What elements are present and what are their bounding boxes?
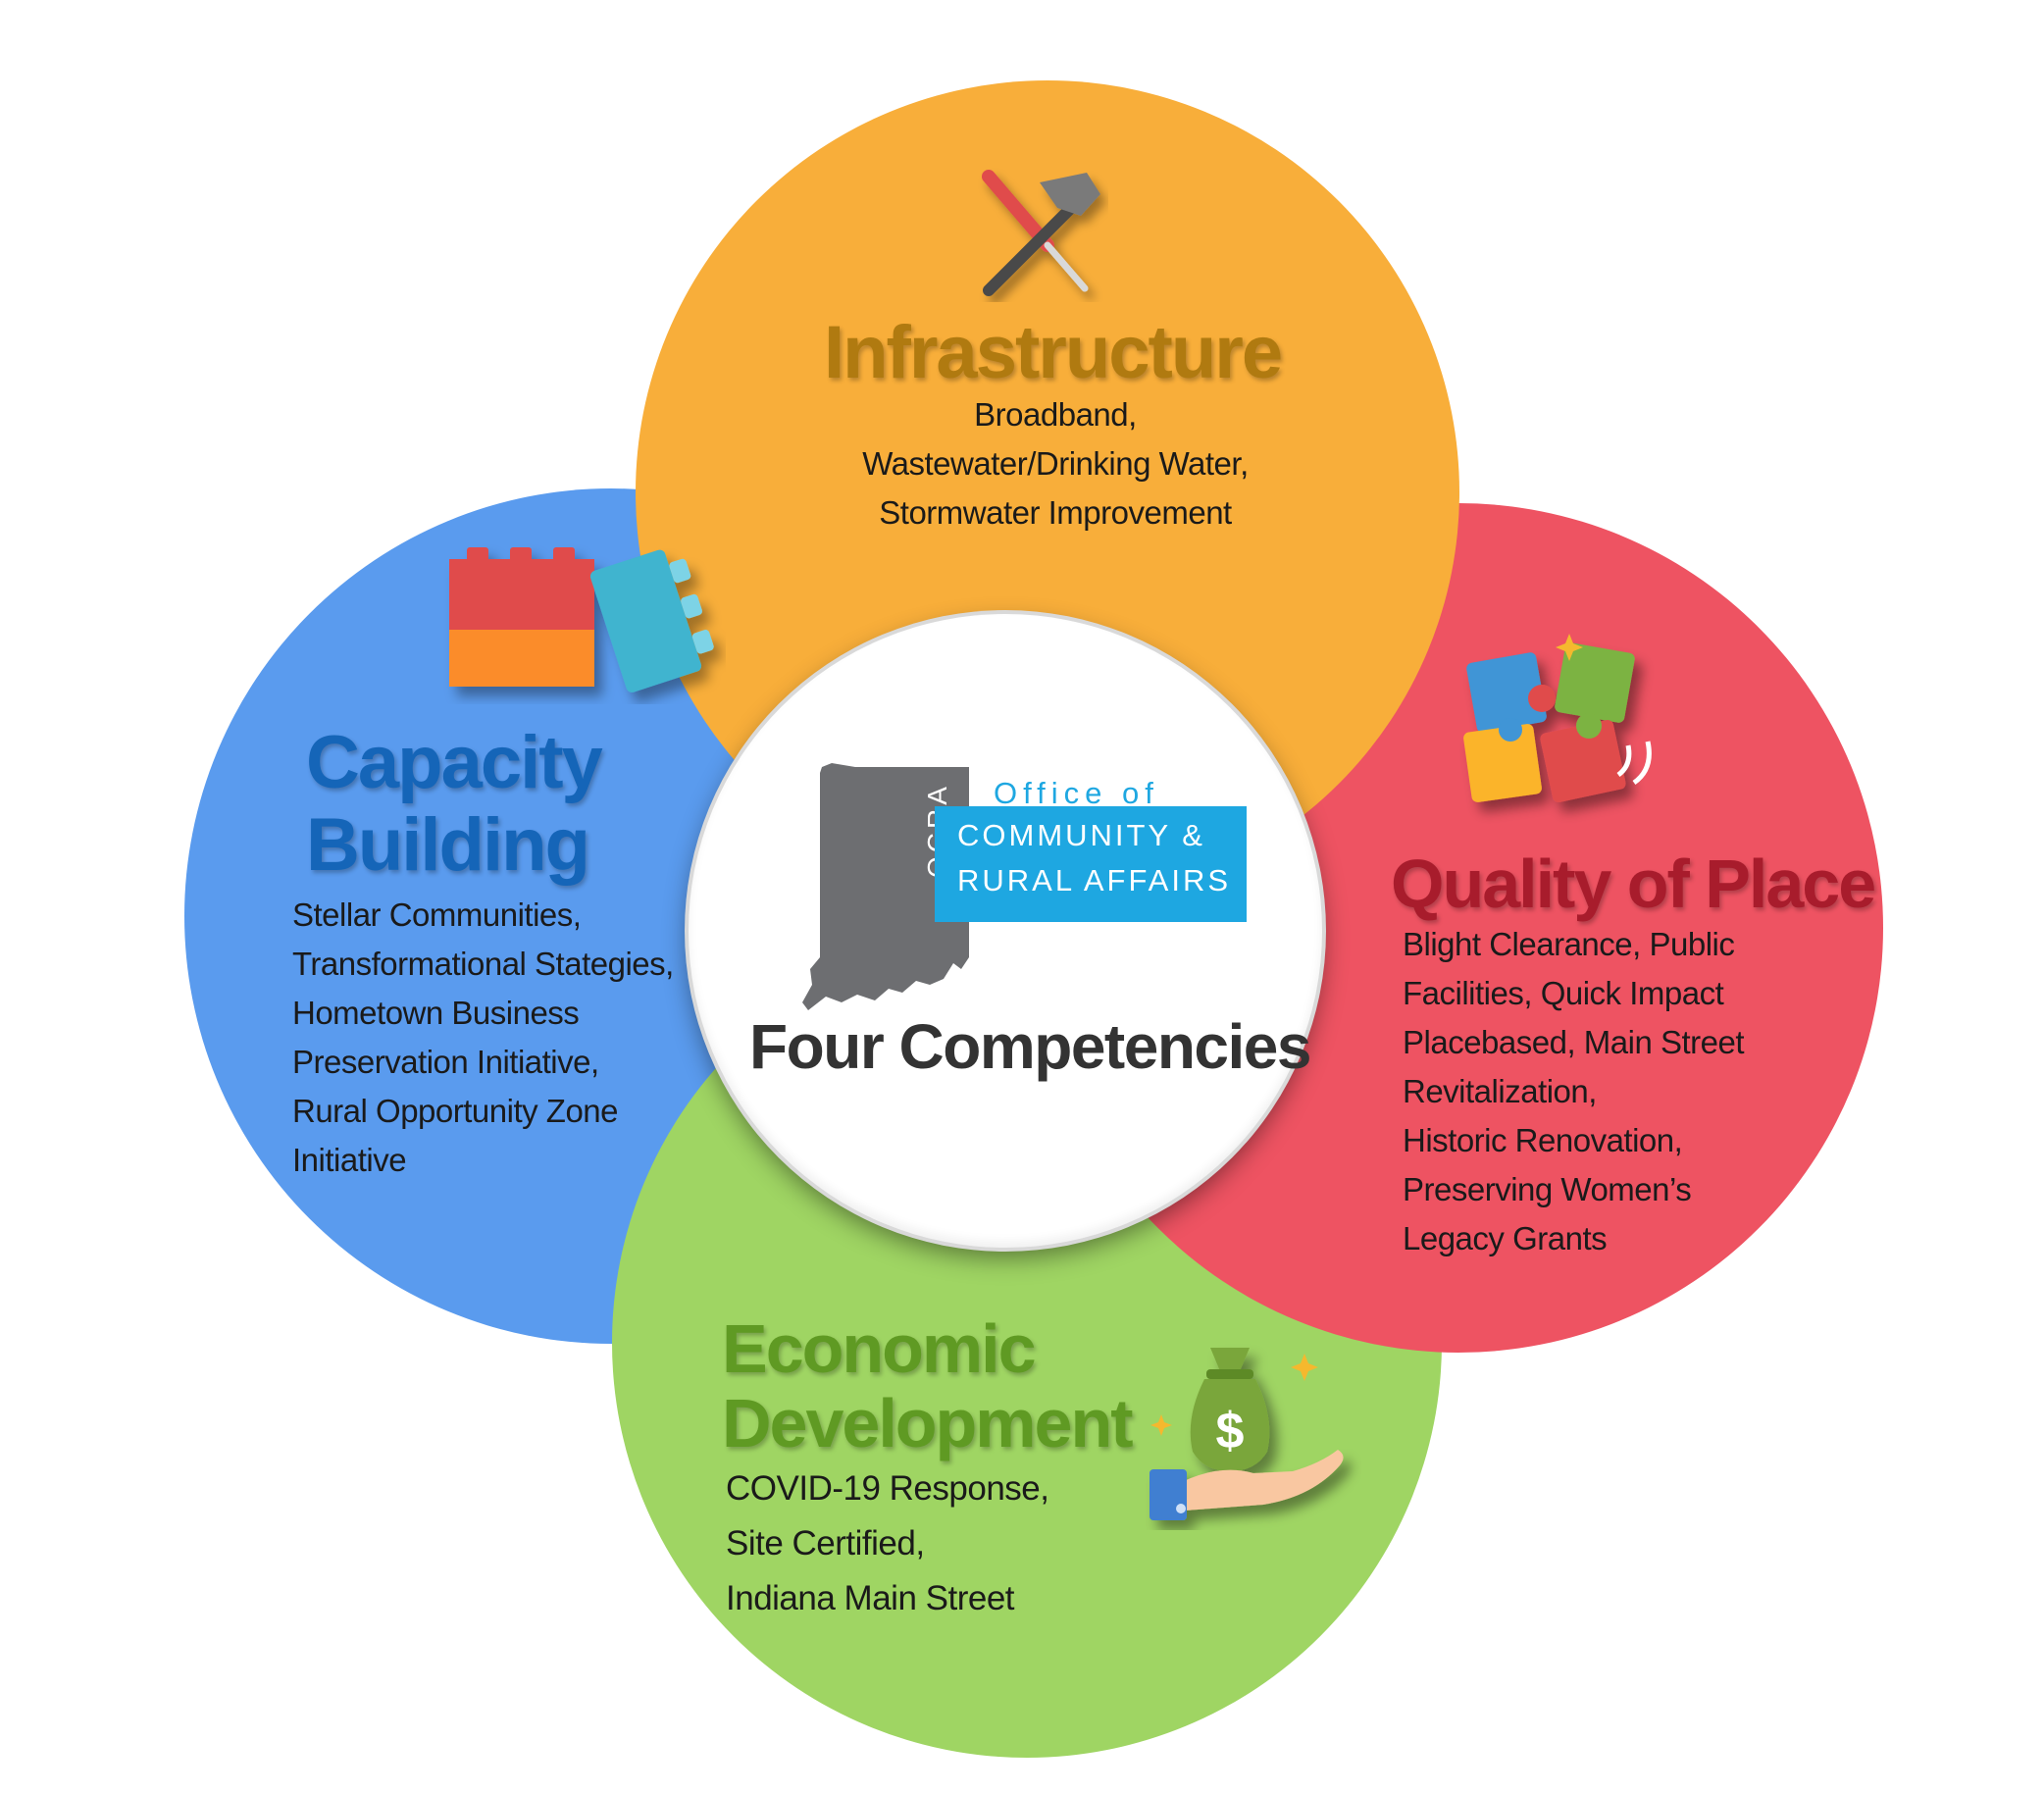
center-title: Four Competencies [749, 1011, 1311, 1082]
logo-banner [935, 806, 1247, 922]
capacity-building-title: Capacity Building [306, 721, 603, 887]
list-item: COVID-19 Response, [726, 1469, 1049, 1508]
title-line: Economic [722, 1310, 1037, 1387]
logo-line-2: RURAL AFFAIRS [957, 863, 1232, 897]
economic-development-title: Economic Development [722, 1310, 1134, 1461]
list-item: Facilities, Quick Impact [1403, 975, 1724, 1011]
list-item: Wastewater/Drinking Water, [862, 445, 1249, 482]
logo-line-1: COMMUNITY & [957, 818, 1205, 852]
list-item: Rural Opportunity Zone [292, 1093, 619, 1129]
list-item: Revitalization, [1403, 1073, 1597, 1109]
list-item: Stellar Communities, [292, 896, 582, 933]
center-circle [689, 614, 1322, 1248]
building-blocks-icon [449, 547, 714, 692]
list-item: Preserving Women’s [1403, 1171, 1692, 1207]
list-item: Site Certified, [726, 1524, 925, 1562]
capacity-building-items: Stellar Communities, Transformational St… [292, 891, 674, 1185]
list-item: Historic Renovation, [1403, 1122, 1683, 1158]
list-item: Placebased, Main Street [1403, 1024, 1745, 1060]
list-item: Indiana Main Street [726, 1579, 1015, 1617]
title-line: Capacity [306, 721, 603, 804]
economic-development-items: COVID-19 Response, Site Certified, India… [726, 1461, 1049, 1626]
infrastructure-title: Infrastructure [824, 311, 1283, 394]
list-item: Stormwater Improvement [879, 494, 1232, 531]
list-item: Legacy Grants [1403, 1220, 1608, 1256]
list-item: Initiative [292, 1142, 407, 1178]
puzzle-pieces-icon [1463, 634, 1652, 802]
svg-text:$: $ [1216, 1403, 1245, 1460]
list-item: Hometown Business [292, 995, 580, 1031]
title-line: Building [306, 803, 590, 887]
quality-of-place-title: Quality of Place [1391, 845, 1876, 922]
title-line: Development [722, 1385, 1134, 1461]
list-item: Transformational Stategies, [292, 946, 674, 982]
infrastructure-items: Broadband, Wastewater/Drinking Water, St… [810, 390, 1301, 538]
quality-of-place-items: Blight Clearance, Public Facilities, Qui… [1403, 920, 1745, 1263]
indiana-map-icon [802, 763, 969, 1010]
list-item: Preservation Initiative, [292, 1044, 599, 1080]
logo-office-of: Office of [994, 776, 1159, 810]
money-bag-hand-icon: $ [1150, 1348, 1344, 1520]
hammer-screwdriver-icon [982, 170, 1100, 296]
list-item: Broadband, [974, 396, 1137, 433]
list-item: Blight Clearance, Public [1403, 926, 1735, 962]
